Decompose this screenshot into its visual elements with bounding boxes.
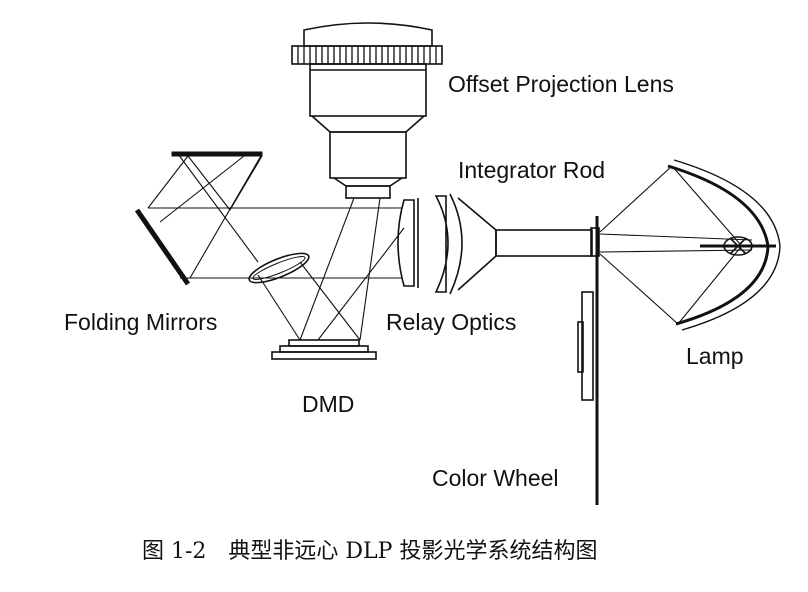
folding-mirrors bbox=[134, 151, 310, 286]
label-dmd: DMD bbox=[302, 391, 354, 417]
top-mirror bbox=[171, 151, 263, 157]
ellipse-mirror bbox=[248, 252, 310, 284]
label-relay-optics: Relay Optics bbox=[386, 309, 516, 335]
integrator-rod bbox=[457, 197, 593, 291]
label-color-wheel: Color Wheel bbox=[432, 465, 559, 491]
label-offset-projection-lens: Offset Projection Lens bbox=[448, 71, 674, 97]
label-lamp: Lamp bbox=[686, 343, 744, 369]
knurled-ring bbox=[291, 45, 443, 65]
lamp bbox=[599, 159, 781, 331]
color-wheel bbox=[577, 216, 600, 505]
label-integrator-rod: Integrator Rod bbox=[458, 157, 605, 183]
light-rays bbox=[147, 153, 405, 341]
relay-optics bbox=[397, 193, 463, 295]
left-mirror bbox=[134, 208, 191, 286]
dmd-device bbox=[271, 339, 377, 360]
projection-lens bbox=[291, 22, 443, 199]
figure-caption: 图 1-2 典型非远心 DLP 投影光学系统结构图 bbox=[142, 539, 597, 564]
label-folding-mirrors: Folding Mirrors bbox=[64, 309, 217, 335]
